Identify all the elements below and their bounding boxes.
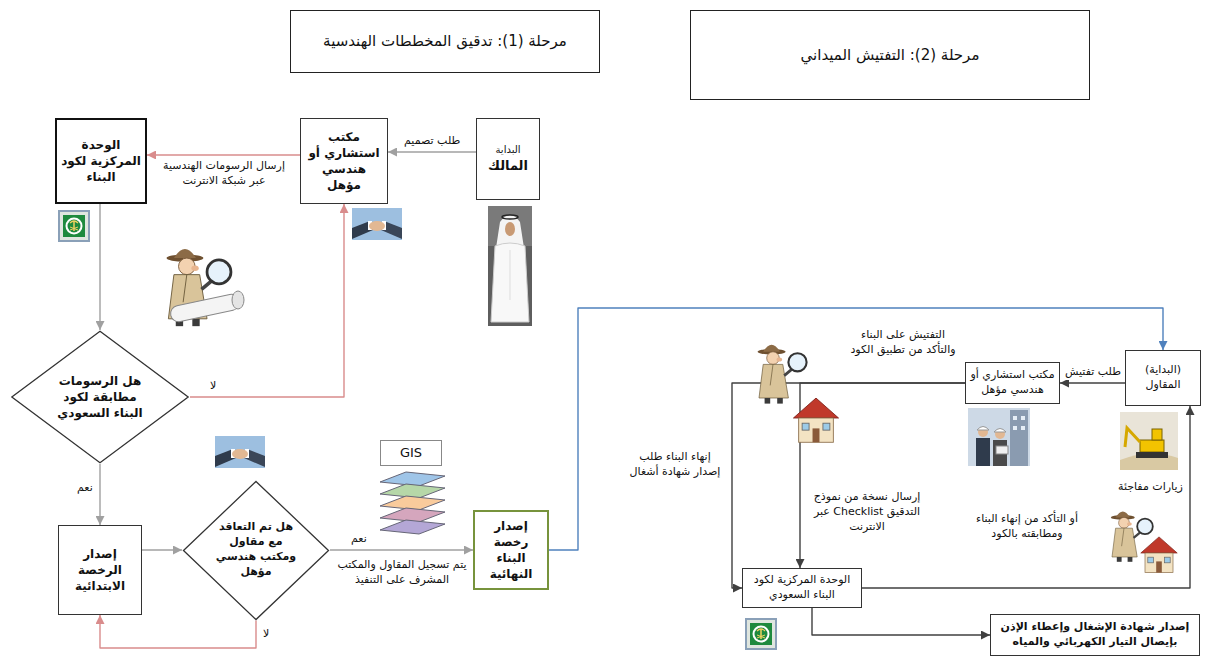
node-text: مرحلة (2): التفتيش الميداني [801,45,980,65]
stage-title: مرحلة (2): التفتيش الميداني [690,10,1090,100]
connector [147,154,300,155]
node-text: الوحدة المركزية لكود البناء السعودي [747,573,857,603]
node-text: مكتب استشاري أو هندسي مؤهل [970,368,1055,398]
handshake-photo [215,436,265,468]
process-box: مكتب استشاري أو هندسي مؤهل [965,362,1060,404]
inspector-cartoon [167,249,244,326]
node-text: إصدار شهادة الإشغال وإعطاء الإذن بإيصال … [995,620,1195,650]
construction-photo [1120,412,1178,470]
saudi-code-logo [746,619,776,649]
handshake-photo [352,208,402,240]
diamond-text-area: هل الرسومات مطابقة لكود البناء السعودي [50,373,151,422]
start-box: (البداية)المقاول [1125,350,1201,406]
node-text: إصدار الرخصة الابتدائية [63,546,137,595]
node-text: البداية [495,143,520,157]
node-text: مرحلة (1): تدقيق المخططات الهندسية [323,31,567,51]
note-label: يتم تسجيل المقاول والمكتب المشرف على الت… [334,558,470,588]
gis-layers [380,472,445,534]
connector [330,549,473,550]
stage-title: مرحلة (1): تدقيق المخططات الهندسية [290,10,600,73]
connector [100,615,256,648]
connector [99,464,100,525]
connector [1060,382,1125,383]
edge-label: إرسال نسخة من نموذج التدقيق Checklist عب… [805,490,929,535]
tag-box: GIS [380,440,442,466]
edge-label: لا [208,379,218,394]
edge-label: نعم [75,481,95,496]
node-text: المالك [488,157,528,175]
process-box: الوحدة المركزية لكود البناء السعودي [742,568,862,608]
inspector-house [758,345,839,442]
result-box: إصدار شهادة الإشغال وإعطاء الإذن بإيصال … [990,614,1200,656]
connector [812,608,990,635]
note-label: أو التأكد من إنهاء البناء ومطابقته بالكو… [958,512,1096,542]
node-text: المقاول [1146,378,1181,393]
node-text: GIS [400,444,422,462]
edge-label: لا [261,627,271,642]
saudi-code-logo [59,211,89,241]
node-text: هل الرسومات مطابقة لكود البناء السعودي [50,373,151,422]
process-box: إصدار الرخصة الابتدائية [58,525,142,615]
decision-diamond: هل الرسومات مطابقة لكود البناء السعودي [10,330,190,464]
node-text: إصدار رخصة البناء النهائية [479,518,543,583]
connector [99,204,100,330]
owner-photo [488,206,532,326]
engineers-photo [968,408,1030,466]
node-text: هل تم التعاقد مع مقاول ومكتب هندسي مؤهل [215,520,298,579]
edge-label: نعم [349,532,369,547]
start-box: البدايةالمالك [476,118,540,200]
connector [549,308,1163,550]
inspector-house [1111,511,1177,572]
note-label: التفتيش على البناء والتأكد من تطبيق الكو… [846,328,960,358]
node-text: مكتب استشاري أو هندسي مؤهل [305,129,383,194]
decision-diamond: هل تم التعاقد مع مقاول ومكتب هندسي مؤهل [182,480,330,621]
connector [388,151,476,152]
process-box: مكتب استشاري أو هندسي مؤهل [300,118,388,204]
diamond-text-area: هل تم التعاقد مع مقاول ومكتب هندسي مؤهل [215,520,298,579]
connector [732,383,965,588]
edge-label: طلب تفتيش [1063,365,1123,380]
node-text: الوحدة المركزية لكود البناء [61,137,141,186]
process-box: الوحدة المركزية لكود البناء [55,118,147,204]
connector [142,549,182,550]
edge-label: طلب تصميم [402,134,462,149]
node-text: (البداية) [1145,363,1181,378]
edge-label: إنهاء البناء طلب إصدار شهادة أشغال [623,450,727,480]
edge-label: زيارات مفاجئة [1116,480,1185,495]
edge-label: إرسال الرسومات الهندسية عبر شبكة الانترن… [152,159,296,189]
process-box: إصدار رخصة البناء النهائية [473,510,549,590]
